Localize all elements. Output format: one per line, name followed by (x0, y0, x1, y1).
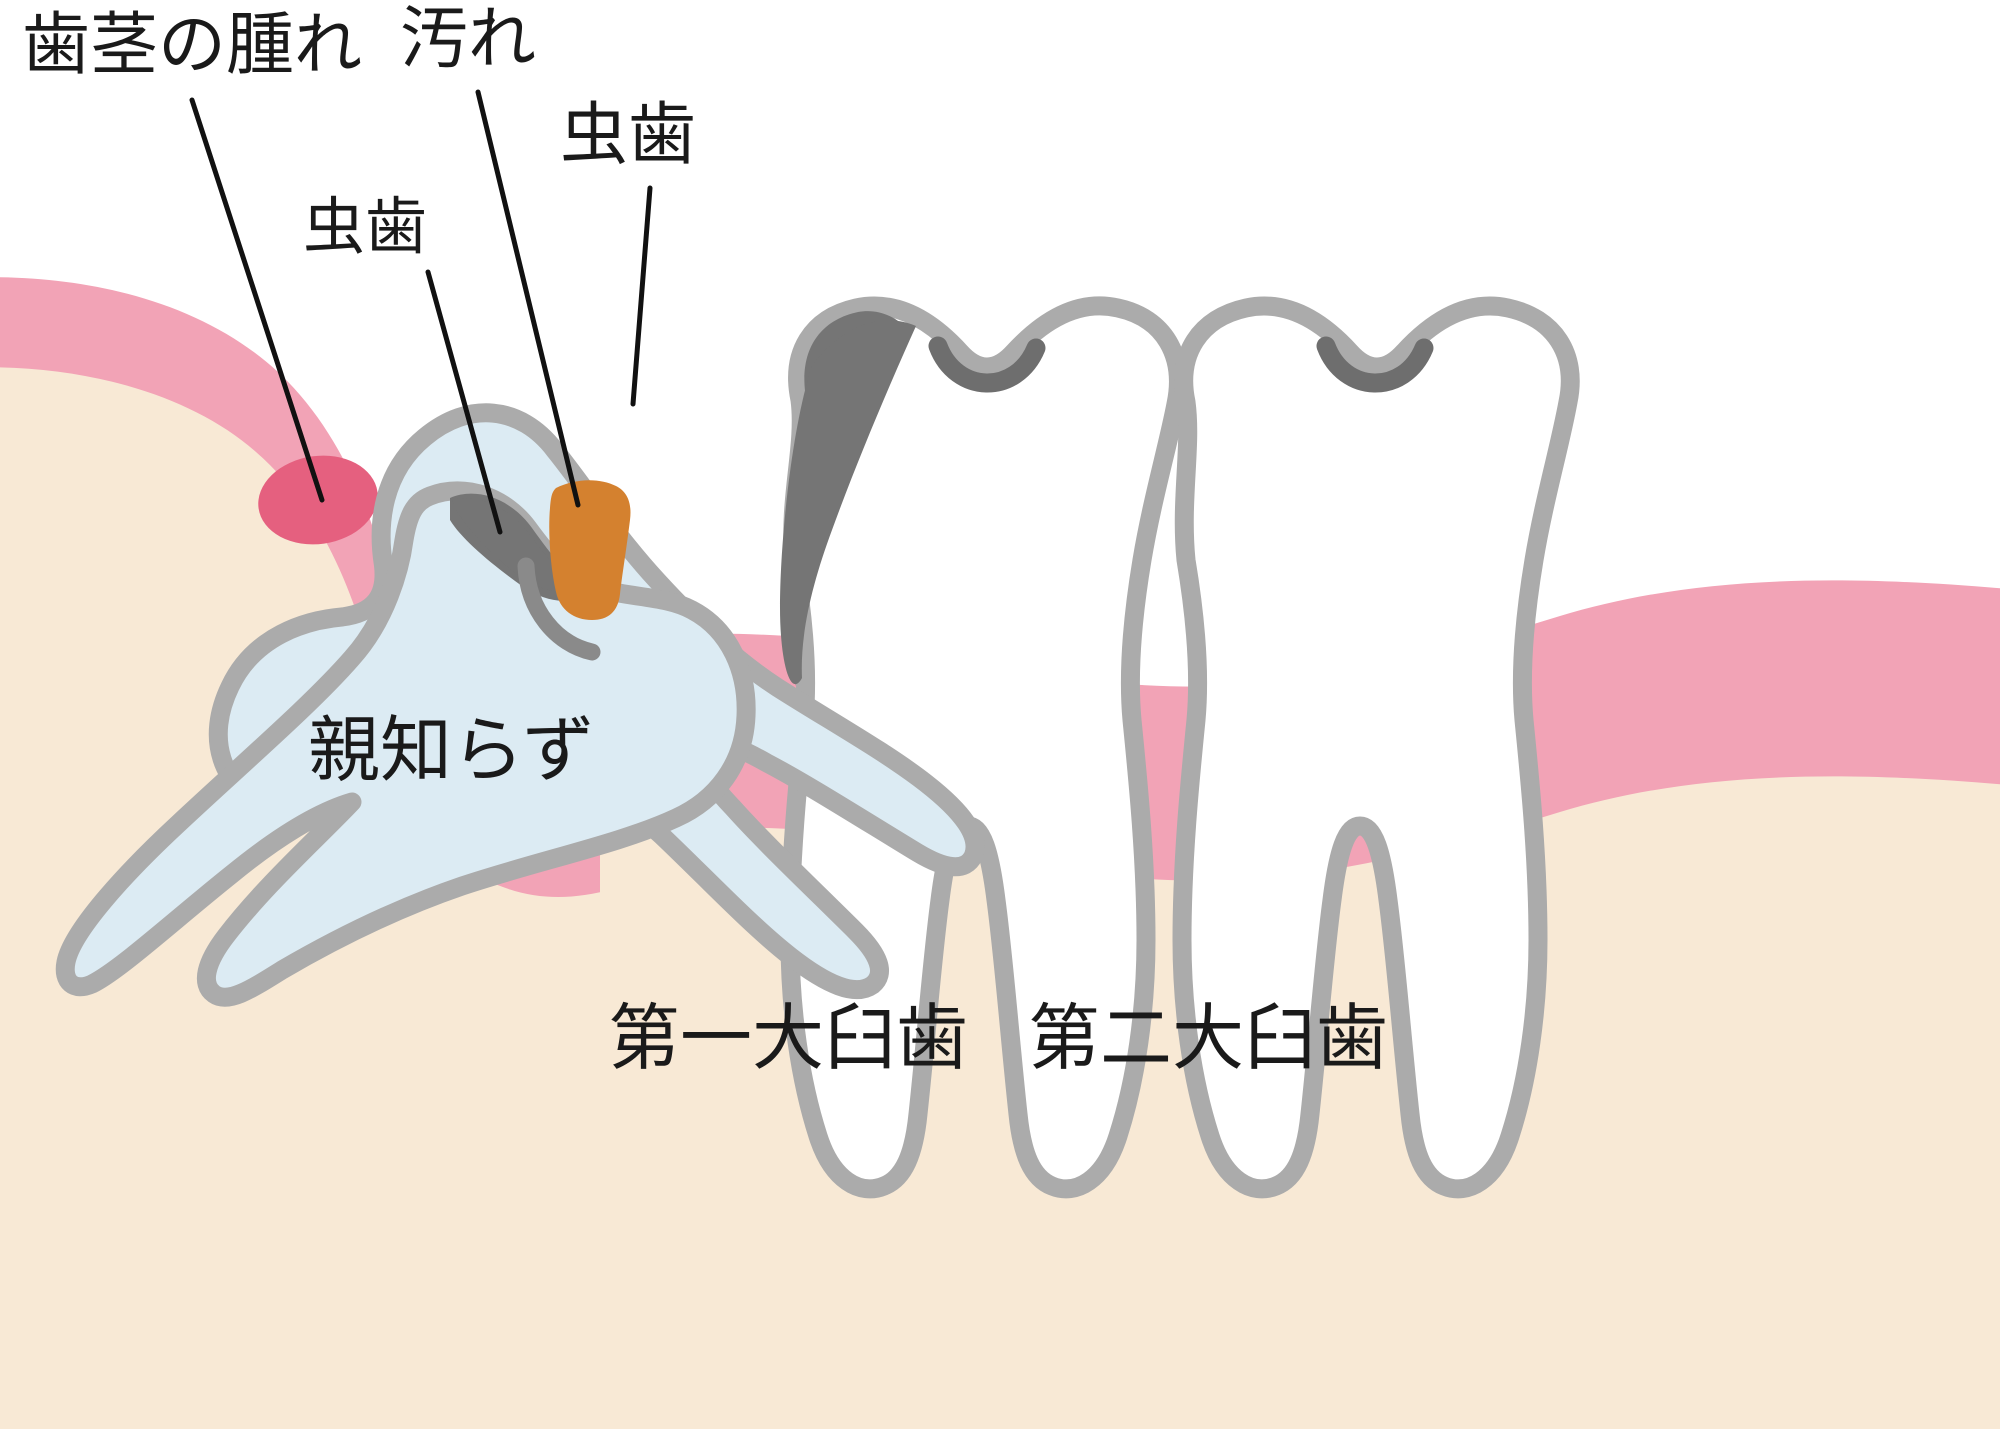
structure-label-first-molar: 第一大臼歯 (608, 996, 968, 1080)
leader-line-cavity-wisdom (425, 269, 503, 535)
jaw-bone-bridge (400, 830, 738, 1429)
callout-label-plaque: 汚れ (400, 0, 536, 79)
plaque-deposit (549, 480, 631, 620)
callout-label-cavity-molar: 虫歯 (560, 96, 696, 175)
leader-lines (189, 89, 653, 535)
callout-label-cavity-wisdom: 虫歯 (303, 190, 427, 263)
second-molar-groove (1316, 336, 1434, 393)
impacted-wisdom-tooth-body (55, 481, 756, 1007)
structure-label-wisdom-tooth: 親知らず (308, 708, 595, 792)
gum-swelling-spot (258, 455, 378, 545)
second-molar-tooth (1172, 296, 1580, 1199)
callout-label-gum-swelling: 歯茎の腫れ (22, 6, 362, 85)
leader-line-cavity-molar (630, 185, 653, 407)
wisdom-tooth-groove (517, 557, 601, 661)
structure-label-second-molar: 第二大臼歯 (1028, 996, 1388, 1080)
first-molar-groove (928, 336, 1046, 393)
cavity-on-first-molar-shade (780, 320, 916, 685)
leader-line-gum-swelling (189, 97, 325, 503)
leader-line-plaque (475, 89, 581, 508)
